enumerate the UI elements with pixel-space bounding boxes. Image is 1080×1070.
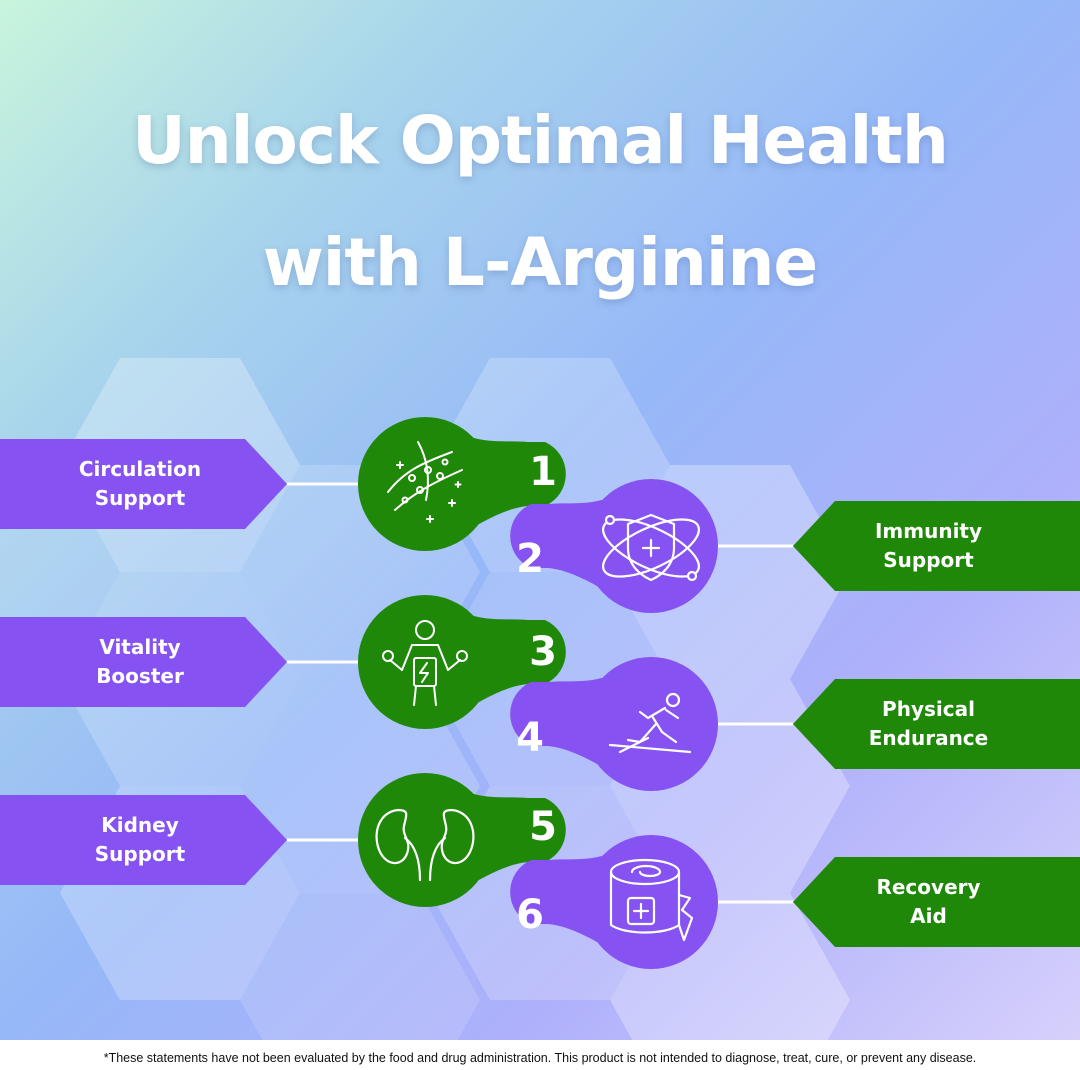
benefit-label: Endurance bbox=[868, 726, 989, 750]
title-line-2: with L-Arginine bbox=[262, 224, 818, 301]
benefit-node-1 bbox=[358, 417, 566, 551]
kidneys-icon bbox=[375, 808, 475, 882]
benefit-node-5 bbox=[358, 773, 566, 907]
benefit-node-3 bbox=[358, 595, 566, 729]
shield-atom-icon bbox=[602, 513, 700, 582]
runner-icon bbox=[608, 692, 692, 754]
benefit-label: Physical bbox=[882, 697, 975, 721]
disclaimer: *These statements have not been evaluate… bbox=[0, 1040, 1080, 1070]
title-line-1: Unlock Optimal Health bbox=[132, 102, 949, 179]
benefit-banner-immunity: Immunity Support bbox=[793, 501, 1080, 591]
benefit-number: 2 bbox=[516, 536, 544, 582]
benefit-banner-vitality: Vitality Booster bbox=[0, 617, 287, 707]
bandage-roll-icon bbox=[609, 858, 694, 942]
background-hexagon bbox=[240, 893, 480, 1070]
benefit-number: 5 bbox=[529, 804, 557, 850]
page-title: Unlock Optimal Health with L-Arginine bbox=[0, 100, 1080, 304]
benefit-number: 1 bbox=[529, 449, 557, 495]
energized-person-icon bbox=[382, 620, 468, 706]
benefit-banner-kidney: Kidney Support bbox=[0, 795, 287, 885]
benefit-banner-circulation: Circulation Support bbox=[0, 439, 287, 529]
benefit-label: Support bbox=[883, 548, 974, 572]
benefit-label: Kidney bbox=[101, 813, 179, 837]
benefit-label: Vitality bbox=[99, 635, 181, 659]
benefit-label: Support bbox=[94, 486, 186, 510]
benefit-label: Recovery bbox=[876, 875, 981, 899]
benefit-banner-recovery: Recovery Aid bbox=[793, 857, 1080, 947]
benefit-banner-endurance: Physical Endurance bbox=[793, 679, 1080, 769]
benefit-number: 6 bbox=[516, 892, 544, 938]
benefit-label: Aid bbox=[910, 904, 947, 928]
benefit-label: Circulation bbox=[78, 457, 202, 481]
benefit-number: 4 bbox=[516, 715, 544, 761]
benefit-number: 3 bbox=[529, 629, 557, 675]
benefit-label: Support bbox=[94, 842, 186, 866]
benefit-node-4 bbox=[510, 657, 718, 791]
benefit-label: Booster bbox=[96, 664, 184, 688]
benefit-label: Immunity bbox=[874, 519, 983, 543]
blood-vessel-icon bbox=[387, 441, 463, 523]
